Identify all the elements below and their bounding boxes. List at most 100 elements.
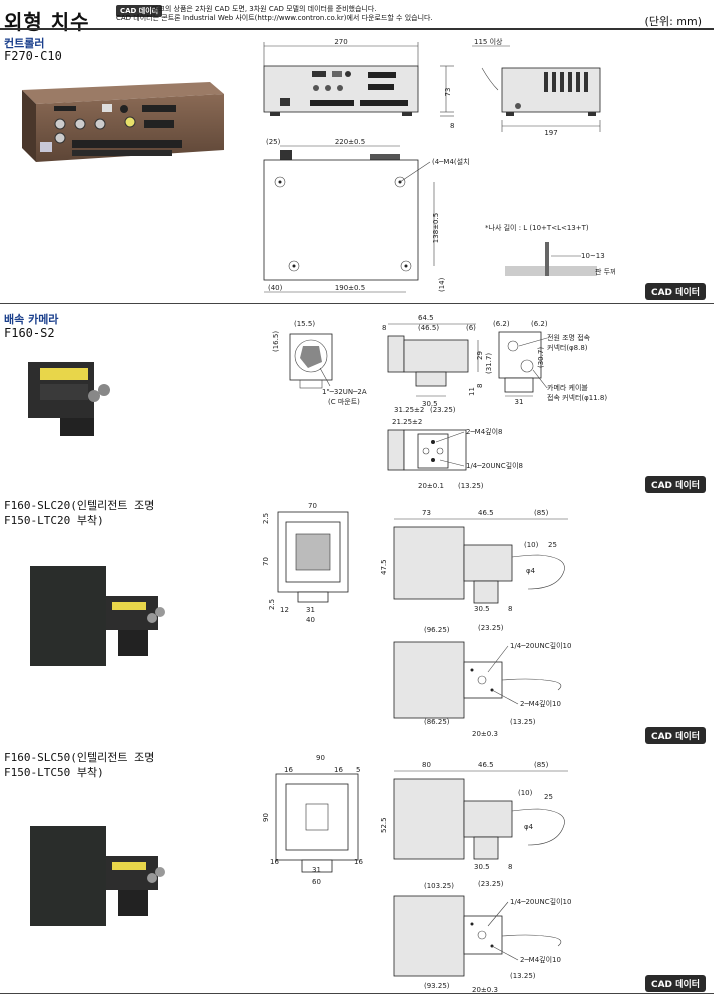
dim-73-slc20: 73 bbox=[422, 509, 431, 517]
screw-detail: *나사 길이 : L (10+T<L<13+T) 10~13 판 두께:T bbox=[485, 223, 615, 276]
dim-64-5: 64.5 bbox=[418, 314, 434, 322]
dim-115: 115 이상 bbox=[474, 37, 503, 46]
unit-label: (단위: mm) bbox=[644, 15, 702, 28]
dim-31-7: (31.7) bbox=[485, 353, 493, 374]
dim-103-25: (103.25) bbox=[424, 882, 454, 890]
m4-depth10-slc50: 2─M4깊이10 bbox=[520, 955, 561, 964]
camera-cable-label: 카메라 케이블 bbox=[547, 383, 588, 392]
dim-8-slc20: 8 bbox=[508, 605, 512, 613]
unc-32-label: 1"─32UN─2A bbox=[322, 388, 367, 396]
unc20-depth8-label: 1/4─20UNC깊이8 bbox=[466, 461, 523, 470]
dim-2-5-b: 2.5 bbox=[268, 599, 276, 610]
phi4-slc20: φ4 bbox=[526, 567, 536, 575]
dim-270: 270 bbox=[334, 38, 347, 46]
controller-category: 컨트롤러 bbox=[4, 37, 45, 50]
power-connector-size: 커넥터(φ8.8) bbox=[547, 343, 588, 352]
slc50-side-view: 80 46.5 (85) (10) 25 φ4 52.5 30.5 8 bbox=[380, 761, 568, 871]
dim-197: 197 bbox=[544, 129, 557, 136]
screw-length-note: *나사 길이 : L (10+T<L<13+T) bbox=[485, 223, 589, 232]
slc20-bottom-view: (96.25) (23.25) 1/4─20UNC깊이10 2─M4깊이10 (… bbox=[393, 624, 571, 738]
dim-16-d: 16 bbox=[354, 858, 363, 866]
dim-5: 5 bbox=[356, 766, 360, 774]
camera-cable-size: 접속 커넥터(φ11.8) bbox=[547, 393, 607, 402]
unc-depth10-slc50: 1/4─20UNC깊이10 bbox=[510, 897, 571, 906]
dim-2-5: 2.5 bbox=[262, 513, 270, 524]
camera-side-view: 64.5 (46.5) (6) 8 29 8 11 30.5 bbox=[382, 314, 484, 408]
plate-thickness: 판 두께:T bbox=[595, 267, 615, 276]
dim-30-5: 30.5 bbox=[422, 400, 438, 408]
dim-96-25: (96.25) bbox=[424, 626, 450, 634]
dim-11: 11 bbox=[468, 387, 476, 396]
camera-bottom-view: 31.25±2 (23.25) 21.25±2 2─M4깊이8 1/4─20UN… bbox=[387, 406, 523, 490]
page-bottom-rule bbox=[0, 993, 714, 994]
dim-13-25-slc50: (13.25) bbox=[510, 972, 536, 980]
dim-31-cam: 31 bbox=[515, 398, 524, 406]
camera-photo bbox=[28, 362, 110, 436]
dim-23-25-slc50: (23.25) bbox=[478, 880, 504, 888]
dim-20: 20±0.1 bbox=[418, 482, 444, 490]
unc-depth10-slc20: 1/4─20UNC깊이10 bbox=[510, 641, 571, 650]
dim-10-slc20: (10) bbox=[524, 541, 539, 549]
cad-note-line1: 마크의 상품은 2차원 CAD 도면, 3차원 CAD 모델의 데이터를 준비했… bbox=[152, 5, 377, 13]
phi4-slc50: φ4 bbox=[524, 823, 534, 831]
m4-depth8-label: 2─M4깊이8 bbox=[466, 427, 503, 436]
slc20-front-view: 70 2.5 12 12 70 2.5 12 31 40 bbox=[262, 502, 349, 624]
dim-220: 220±0.5 bbox=[335, 138, 365, 146]
dim-52-5: 52.5 bbox=[380, 817, 388, 833]
power-connector-label: 전원 조명 접속 bbox=[547, 333, 591, 342]
dim-6: (6) bbox=[466, 324, 476, 332]
controller-model: F270-C10 bbox=[4, 49, 62, 63]
cad-data-tag: CAD 데이터 bbox=[116, 5, 163, 17]
dim-46-5-slc20: 46.5 bbox=[478, 509, 494, 517]
slc50-cad-button[interactable]: CAD 데이터 bbox=[644, 975, 706, 992]
dim-8-slc50: 8 bbox=[508, 863, 512, 871]
dim-70: 70 bbox=[308, 502, 317, 510]
dim-6-2-a: (6.2) bbox=[493, 320, 510, 328]
dim-20-slc50: 20±0.3 bbox=[472, 986, 498, 994]
slc20-name-line1: F160-SLC20(인텔리전트 조명 bbox=[4, 499, 155, 512]
camera-model: F160-S2 bbox=[4, 326, 55, 340]
dim-8-side: 8 bbox=[382, 324, 386, 332]
slc20-photo bbox=[30, 566, 165, 666]
dim-21-25: 21.25±2 bbox=[392, 418, 422, 426]
dim-86-25: (86.25) bbox=[424, 718, 450, 726]
dim-8: 8 bbox=[450, 122, 454, 130]
m4-screw-label: (4─M4(설치 나사) * bbox=[432, 157, 470, 166]
controller-photo bbox=[22, 82, 224, 162]
dim-23-25: (23.25) bbox=[430, 406, 456, 414]
dim-14: (14) bbox=[438, 277, 446, 292]
slc50-front-view: 90 16 16 5 90 16 16 31 60 bbox=[262, 754, 363, 886]
slc20-cad-button[interactable]: CAD 데이터 bbox=[644, 727, 706, 744]
c-mount-label: (C 마운트) bbox=[328, 397, 360, 406]
m4-depth10-slc20: 2─M4깊이10 bbox=[520, 699, 561, 708]
dim-30-5-slc50: 30.5 bbox=[474, 863, 490, 871]
dim-25: (25) bbox=[266, 138, 281, 146]
dim-13-25: (13.25) bbox=[458, 482, 484, 490]
dim-40: 40 bbox=[306, 616, 315, 624]
controller-cad-button[interactable]: CAD 데이터 bbox=[644, 283, 706, 300]
dim-31-slc50: 31 bbox=[312, 866, 321, 874]
dim-10-slc50: (10) bbox=[518, 789, 533, 797]
dim-80: 80 bbox=[422, 761, 431, 769]
dim-31-25: 31.25±2 bbox=[394, 406, 424, 414]
camera-category: 배속 카메라 bbox=[4, 313, 59, 326]
dim-20-slc20: 20±0.3 bbox=[472, 730, 498, 738]
dim-29: 29 bbox=[476, 351, 484, 360]
camera-front-view: (15.5) (16.5) 1"─32UN─2A (C 마운트) bbox=[272, 320, 367, 406]
dim-16-b: 16 bbox=[334, 766, 343, 774]
dim-70-v: 70 bbox=[262, 557, 270, 566]
controller-front-view: 270 73 8 bbox=[263, 38, 454, 130]
dim-85-slc50: (85) bbox=[534, 761, 549, 769]
camera-cad-button[interactable]: CAD 데이터 bbox=[644, 476, 706, 493]
page-title: 외형 치수 bbox=[4, 10, 90, 34]
dim-90: 90 bbox=[316, 754, 325, 762]
dim-15-5: (15.5) bbox=[294, 320, 315, 328]
dim-8-b: 8 bbox=[476, 384, 484, 388]
dim-46-5-slc50: 46.5 bbox=[478, 761, 494, 769]
dim-93-25: (93.25) bbox=[424, 982, 450, 990]
dim-90-v: 90 bbox=[262, 813, 270, 822]
dim-47-5: 47.5 bbox=[380, 559, 388, 575]
cad-note-line2: CAD 데이터는 콘트론 Industrial Web 사이트(http://w… bbox=[116, 14, 433, 22]
dim-25-slc20: 25 bbox=[548, 541, 557, 549]
dim-25-slc50: 25 bbox=[544, 793, 553, 801]
